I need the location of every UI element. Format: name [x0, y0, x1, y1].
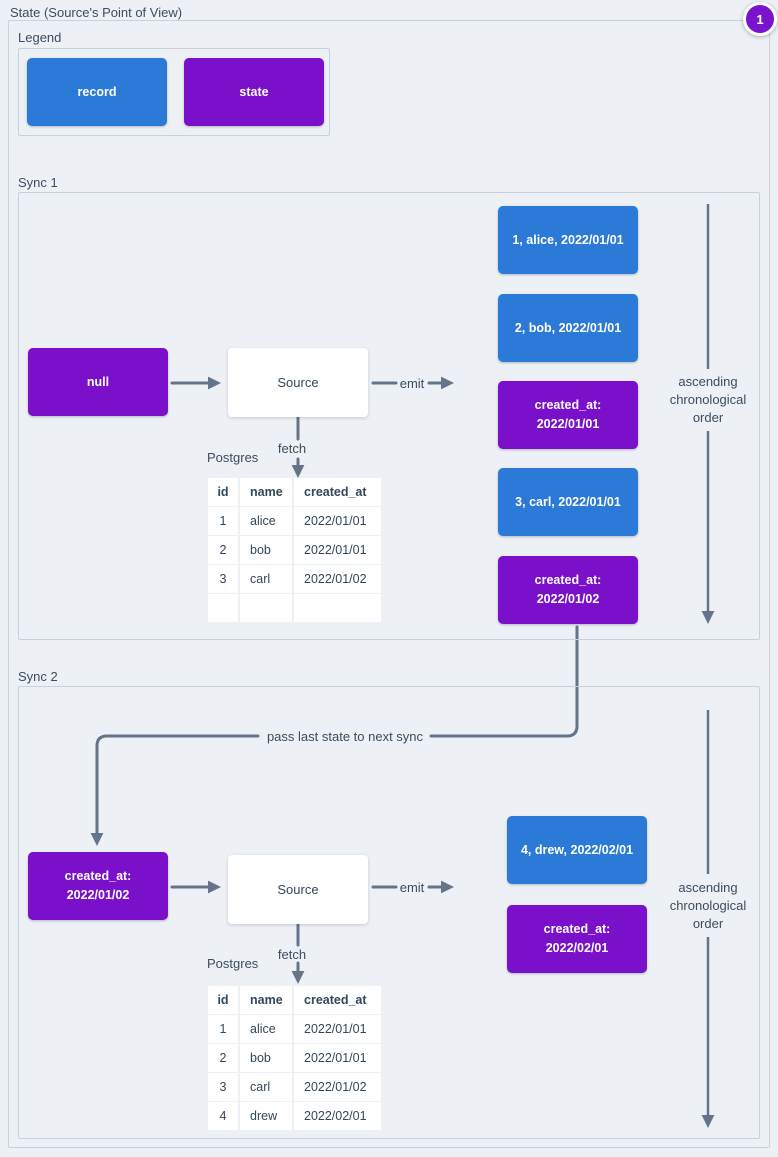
sync2-postgres-label: Postgres [207, 956, 259, 971]
table-cell: carl [240, 565, 292, 593]
table-cell: 2022/01/01 [294, 1015, 381, 1043]
table-header-cell: created_at [294, 986, 381, 1014]
sync2-frame [18, 686, 760, 1139]
table-cell: 3 [208, 1073, 238, 1101]
sync1-input-state-chip: null [28, 348, 168, 416]
record-chip: 3, carl, 2022/01/01 [498, 468, 638, 536]
state-pov-frame [8, 20, 770, 1148]
table-header-cell: name [240, 478, 292, 506]
table-cell: 2 [208, 1044, 238, 1072]
table-cell: 2022/01/01 [294, 507, 381, 535]
sync1-emit-label: emit [399, 376, 425, 391]
sync1-frame [18, 192, 760, 640]
table-cell: 2022/01/01 [294, 1044, 381, 1072]
sync2-postgres-table: id name created_at 1 alice 2022/01/01 2 … [208, 986, 381, 1130]
table-cell: 1 [208, 1015, 238, 1043]
sync1-source-box: Source [228, 348, 368, 417]
table-cell: drew [240, 1102, 292, 1130]
sync2-fetch-label: fetch [277, 947, 307, 962]
state-chip: created_at: 2022/01/01 [498, 381, 638, 449]
annotation-badge-1: 1 [743, 2, 777, 36]
legend-record-chip: record [27, 58, 167, 126]
table-cell: 2022/01/01 [294, 536, 381, 564]
pass-state-note: pass last state to next sync [266, 729, 424, 744]
legend-state-chip: state [184, 58, 324, 126]
sync1-fetch-label: fetch [277, 441, 307, 456]
table-cell [208, 594, 238, 622]
table-cell: alice [240, 1015, 292, 1043]
table-cell: 2 [208, 536, 238, 564]
state-chip: created_at: 2022/01/02 [498, 556, 638, 624]
table-cell [240, 594, 292, 622]
sync1-postgres-table: id name created_at 1 alice 2022/01/01 2 … [208, 478, 381, 622]
table-header-cell: id [208, 478, 238, 506]
table-cell: bob [240, 536, 292, 564]
record-chip: 1, alice, 2022/01/01 [498, 206, 638, 274]
table-header-cell: id [208, 986, 238, 1014]
sync2-source-box: Source [228, 855, 368, 924]
sync2-input-state-chip: created_at: 2022/01/02 [28, 852, 168, 920]
sync1-order-note: ascending chronological order [669, 374, 747, 425]
table-cell [294, 594, 381, 622]
table-cell: 2022/02/01 [294, 1102, 381, 1130]
record-chip: 2, bob, 2022/01/01 [498, 294, 638, 362]
table-header-cell: name [240, 986, 292, 1014]
table-cell: 3 [208, 565, 238, 593]
table-cell: 4 [208, 1102, 238, 1130]
table-cell: 2022/01/02 [294, 1073, 381, 1101]
sync1-label: Sync 1 [18, 175, 58, 190]
table-cell: carl [240, 1073, 292, 1101]
record-chip: 4, drew, 2022/02/01 [507, 816, 647, 884]
table-cell: 1 [208, 507, 238, 535]
page-title: State (Source's Point of View) [10, 5, 183, 20]
table-cell: alice [240, 507, 292, 535]
sync2-label: Sync 2 [18, 669, 58, 684]
sync2-order-note: ascending chronological order [669, 880, 747, 931]
sync1-postgres-label: Postgres [207, 450, 259, 465]
table-cell: 2022/01/02 [294, 565, 381, 593]
state-chip: created_at: 2022/02/01 [507, 905, 647, 973]
legend-frame [18, 48, 330, 136]
legend-label: Legend [18, 30, 62, 45]
table-cell: bob [240, 1044, 292, 1072]
table-header-cell: created_at [294, 478, 381, 506]
sync2-emit-label: emit [399, 880, 425, 895]
